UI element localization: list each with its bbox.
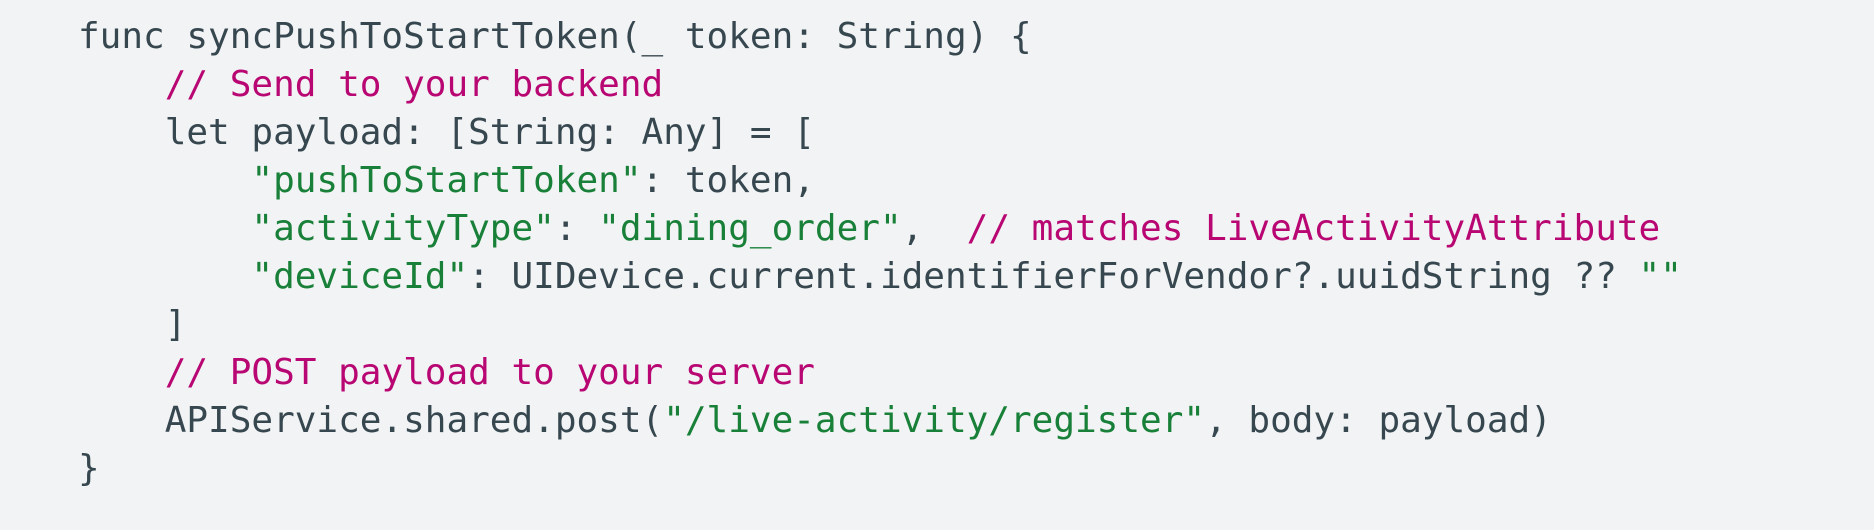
code-line: let payload: [String: Any] = [ <box>78 109 1854 157</box>
code-segment-plain: let payload: [String: Any] = [ <box>78 112 815 153</box>
code-line: APIService.shared.post("/live-activity/r… <box>78 397 1854 445</box>
code-segment-comment: // Send to your backend <box>164 64 664 105</box>
swift-code: func syncPushToStartToken(_ token: Strin… <box>78 13 1854 493</box>
code-segment-plain: : <box>554 208 599 249</box>
code-segment-plain: : token, <box>641 160 815 201</box>
code-segment-plain: ] <box>78 304 187 345</box>
code-line: // POST payload to your server <box>78 349 1854 397</box>
code-segment-plain: APIService.shared.post( <box>78 400 664 441</box>
code-segment-comment: // matches LiveActivityAttribute <box>966 208 1661 249</box>
code-segment-string: "pushToStartToken" <box>251 160 642 201</box>
code-segment-plain <box>78 352 165 393</box>
code-segment-plain <box>78 256 251 297</box>
code-segment-plain <box>78 160 251 201</box>
code-line: func syncPushToStartToken(_ token: Strin… <box>78 13 1854 61</box>
code-line: "deviceId": UIDevice.current.identifierF… <box>78 253 1854 301</box>
code-segment-plain: func syncPushToStartToken(_ token: Strin… <box>78 16 1032 57</box>
code-segment-string: "dining_order" <box>598 208 902 249</box>
code-segment-string: "activityType" <box>251 208 555 249</box>
code-line: } <box>78 445 1854 493</box>
code-segment-plain: , body: payload) <box>1205 400 1552 441</box>
code-segment-comment: // POST payload to your server <box>164 352 815 393</box>
code-segment-string: "deviceId" <box>251 256 469 297</box>
code-segment-plain: } <box>78 448 100 489</box>
code-line: "pushToStartToken": token, <box>78 157 1854 205</box>
code-segment-string: "" <box>1638 256 1682 297</box>
code-line: "activityType": "dining_order", // match… <box>78 205 1854 253</box>
code-segment-plain <box>78 64 165 105</box>
code-segment-plain: , <box>901 208 967 249</box>
code-line: ] <box>78 301 1854 349</box>
code-segment-plain: : UIDevice.current.identifierForVendor?.… <box>468 256 1639 297</box>
code-line: // Send to your backend <box>78 61 1854 109</box>
code-segment-string: "/live-activity/register" <box>663 400 1206 441</box>
code-segment-plain <box>78 208 251 249</box>
